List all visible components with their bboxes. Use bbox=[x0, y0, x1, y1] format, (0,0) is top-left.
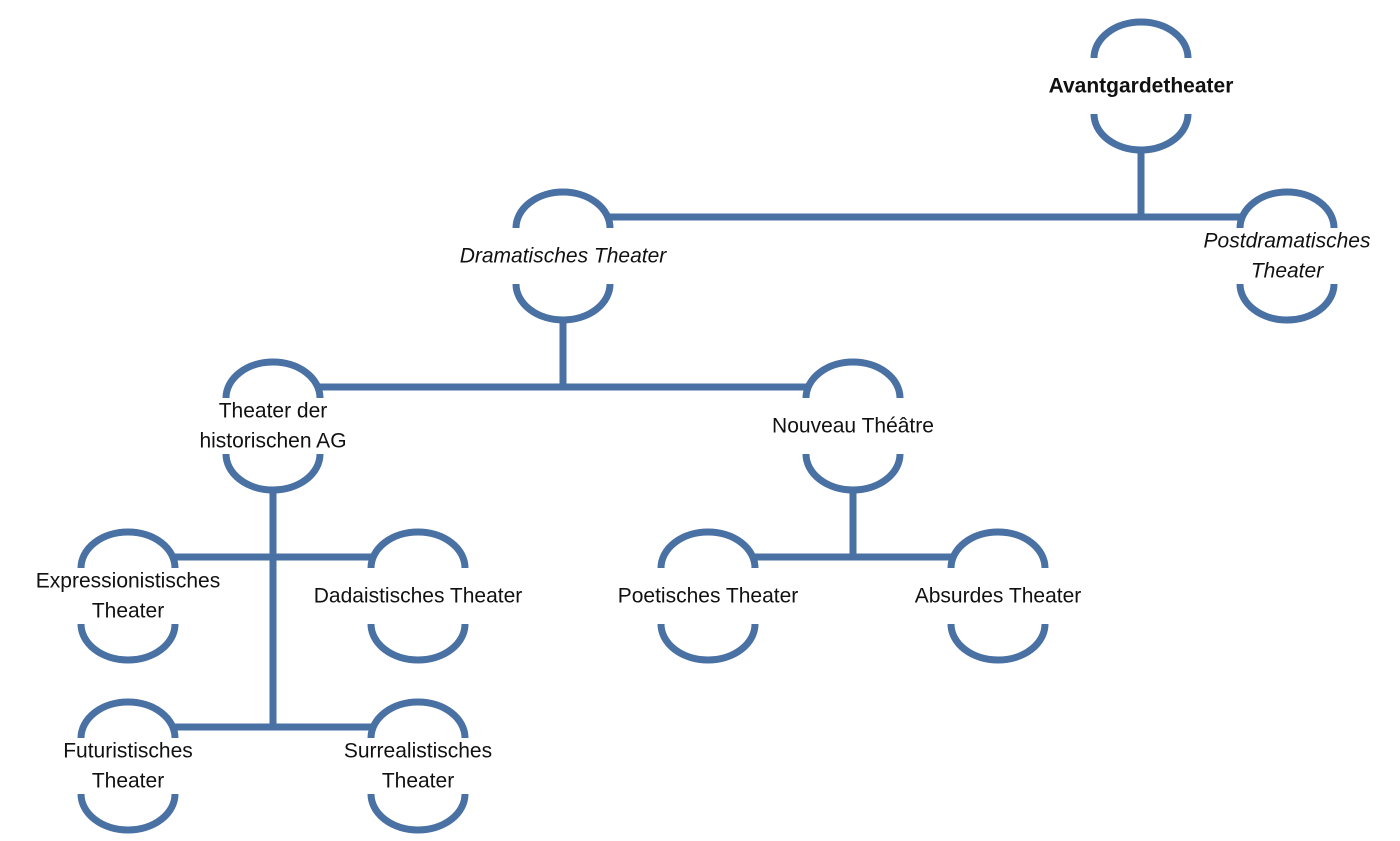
node-bottom-arc bbox=[222, 453, 324, 494]
node-label: Absurdes Theater bbox=[915, 585, 1082, 608]
node-dramatisch: Dramatisches Theater bbox=[460, 188, 668, 324]
node-label: Avantgardetheater bbox=[1049, 75, 1234, 98]
node-bottom-arc bbox=[512, 283, 614, 324]
node-top-arc bbox=[367, 698, 469, 739]
node-label: Poetisches Theater bbox=[618, 585, 799, 608]
node-absurd: Absurdes Theater bbox=[915, 528, 1082, 664]
node-top-arc bbox=[947, 528, 1049, 569]
node-label: Dramatisches Theater bbox=[460, 245, 668, 268]
node-top-arc bbox=[367, 528, 469, 569]
node-top-arc bbox=[222, 358, 324, 399]
node-bottom-arc bbox=[802, 453, 904, 494]
node-bottom-arc bbox=[657, 623, 759, 664]
node-label: Theater der bbox=[219, 400, 328, 423]
node-label: Surrealistisches bbox=[344, 740, 492, 763]
node-label: Dadaistisches Theater bbox=[314, 585, 523, 608]
node-poetisch: Poetisches Theater bbox=[618, 528, 799, 664]
node-label: Theater bbox=[92, 770, 164, 793]
node-bottom-arc bbox=[367, 623, 469, 664]
node-avantgarde: Avantgardetheater bbox=[1049, 18, 1234, 154]
node-label: Theater bbox=[382, 770, 454, 793]
node-label: Futuristisches bbox=[63, 740, 193, 763]
node-label: Theater bbox=[1251, 260, 1324, 283]
node-top-arc bbox=[77, 528, 179, 569]
node-top-arc bbox=[1236, 188, 1338, 229]
node-top-arc bbox=[512, 188, 614, 229]
node-dada: Dadaistisches Theater bbox=[314, 528, 523, 664]
node-bottom-arc bbox=[367, 793, 469, 834]
node-nouveau: Nouveau Théâtre bbox=[772, 358, 934, 494]
connector-lines bbox=[175, 147, 1240, 731]
node-historisch: Theater der historischen AG bbox=[199, 358, 347, 494]
node-label: Expressionistisches bbox=[36, 570, 220, 593]
node-top-arc bbox=[1090, 18, 1192, 59]
node-bottom-arc bbox=[947, 623, 1049, 664]
node-bottom-arc bbox=[1090, 113, 1192, 154]
node-label: historischen AG bbox=[199, 430, 346, 453]
node-label: Postdramatisches bbox=[1204, 230, 1371, 253]
node-bottom-arc bbox=[1236, 283, 1338, 324]
node-bottom-arc bbox=[77, 623, 179, 664]
node-label: Theater bbox=[92, 600, 164, 623]
node-bottom-arc bbox=[77, 793, 179, 834]
node-label: Nouveau Théâtre bbox=[772, 415, 934, 438]
node-top-arc bbox=[802, 358, 904, 399]
node-top-arc bbox=[77, 698, 179, 739]
node-top-arc bbox=[657, 528, 759, 569]
